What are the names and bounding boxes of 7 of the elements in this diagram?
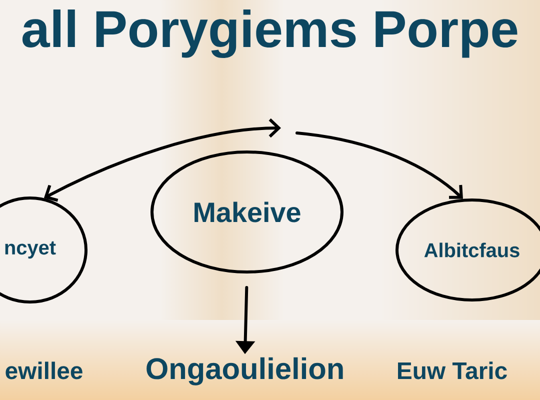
label: ewillee [6, 362, 82, 380]
curved-arrow [296, 132, 463, 199]
curved-arrow [44, 118, 281, 202]
oval-node: Makeive [150, 150, 344, 274]
label: Ongaoulielion [146, 357, 343, 386]
label: Euw Taric [398, 362, 507, 380]
title: all Porygiems Porpe [22, 9, 518, 58]
